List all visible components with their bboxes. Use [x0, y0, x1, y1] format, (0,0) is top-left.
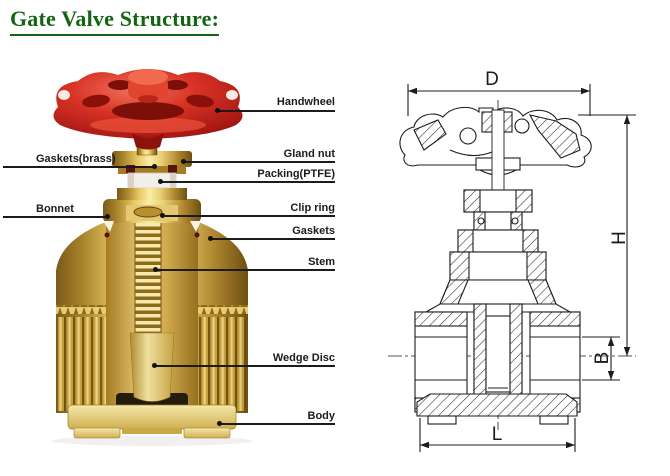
dimension-L — [419, 418, 576, 452]
leader-line — [154, 365, 335, 367]
leader-line — [183, 161, 335, 163]
dim-label-L: L — [492, 424, 503, 445]
drawing-handwheel — [399, 106, 592, 176]
leader-dot — [160, 213, 165, 218]
part-label-packing: Packing(PTFE) — [257, 168, 335, 180]
valve-photo — [52, 69, 252, 446]
page-title: Gate Valve Structure: — [10, 6, 220, 36]
leader-dot — [153, 267, 158, 272]
leader-line — [3, 166, 155, 168]
part-label-stem: Stem — [308, 256, 335, 268]
leader-line — [217, 110, 335, 112]
part-label-gaskets-brass: Gaskets(brass) — [36, 153, 116, 165]
valve-drawing: D H B L — [388, 69, 636, 452]
leader-dot — [181, 159, 186, 164]
dim-label-H: H — [609, 231, 630, 245]
part-label-clip-ring: Clip ring — [290, 202, 335, 214]
gland-nut — [112, 151, 192, 167]
base-slab — [67, 404, 237, 430]
leader-line — [210, 238, 335, 240]
part-label-wedge-disc: Wedge Disc — [272, 352, 335, 364]
leader-line — [3, 216, 108, 218]
body-gasket-left — [103, 221, 114, 232]
dimension-H — [578, 114, 636, 356]
dimension-B — [582, 336, 620, 381]
leader-dot — [152, 164, 157, 169]
brass-gasket-left — [126, 165, 135, 173]
leader-dot — [152, 363, 157, 368]
handwheel — [53, 69, 243, 150]
leader-dot — [217, 421, 222, 426]
part-label-gaskets: Gaskets — [292, 225, 335, 237]
dimension-D — [407, 84, 591, 116]
leader-line — [162, 215, 335, 217]
dim-label-B: B — [592, 352, 613, 365]
brass-gasket-right — [168, 165, 177, 173]
part-label-body: Body — [307, 410, 336, 422]
part-label-bonnet: Bonnet — [36, 203, 74, 215]
leader-line — [160, 181, 335, 183]
leader-line — [155, 269, 335, 271]
drawing-gland-nut — [463, 189, 533, 213]
dim-label-D: D — [485, 69, 499, 90]
leader-line — [219, 423, 335, 425]
body-gasket-right — [190, 221, 201, 232]
leader-dot — [105, 214, 110, 219]
drawing-bonnet — [439, 229, 557, 305]
part-label-gland-nut: Gland nut — [283, 148, 335, 160]
part-label-handwheel: Handwheel — [276, 96, 335, 108]
leader-dot — [208, 236, 213, 241]
clip-ring — [133, 206, 163, 218]
drawing-base — [416, 393, 578, 425]
leader-dot — [215, 108, 220, 113]
leader-dot — [158, 179, 163, 184]
drawing-packing — [473, 211, 523, 231]
